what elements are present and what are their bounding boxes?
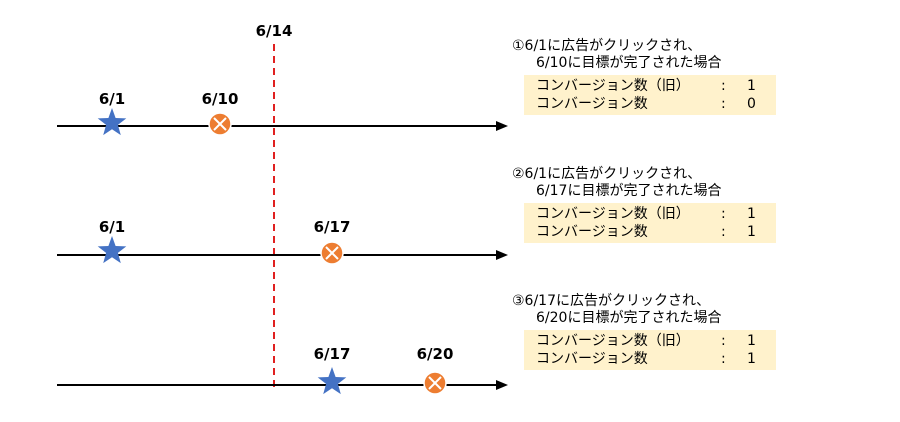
scenario-1-star-label: 6/1	[98, 90, 126, 108]
result-key: コンバージョン数	[536, 96, 648, 112]
star-icon	[97, 108, 127, 136]
circle-x-icon	[423, 371, 447, 395]
star-icon	[317, 367, 347, 395]
scenario-2-title: ②6/1に広告がクリックされ、 6/17に目標が完了された場合	[512, 166, 772, 200]
scenario-3-title: ③6/17に広告がクリックされ、 6/20に目標が完了された場合	[512, 293, 772, 327]
scenario-3-result-box: コンバージョン数（旧） : 1 コンバージョン数 : 1	[524, 330, 776, 370]
result-sep: :	[721, 78, 726, 94]
result-sep: :	[721, 351, 726, 367]
result-sep: :	[721, 96, 726, 112]
result-row-new: コンバージョン数 : 0	[536, 95, 776, 113]
result-row-new: コンバージョン数 : 1	[536, 223, 776, 241]
scenario-1-title-line2: 6/10に目標が完了された場合	[536, 55, 722, 71]
result-row-old: コンバージョン数（旧） : 1	[536, 205, 776, 223]
result-value: 1	[747, 78, 756, 94]
scenario-3-info: ③6/17に広告がクリックされ、 6/20に目標が完了された場合 コンバージョン…	[512, 293, 776, 370]
scenario-2-goal-label: 6/17	[313, 218, 351, 236]
result-value: 0	[747, 96, 756, 112]
result-value: 1	[747, 333, 756, 349]
scenario-2-result-box: コンバージョン数（旧） : 1 コンバージョン数 : 1	[524, 203, 776, 243]
result-value: 1	[747, 206, 756, 222]
timeline-1-arrowhead	[496, 121, 508, 131]
star-icon	[97, 236, 127, 264]
scenario-3-star-label: 6/17	[313, 345, 351, 363]
scenario-2-title-line2: 6/17に目標が完了された場合	[536, 183, 722, 199]
scenario-2-star-label: 6/1	[98, 218, 126, 236]
scenario-1-goal-label: 6/10	[201, 90, 239, 108]
result-key: コンバージョン数	[536, 224, 648, 240]
scenario-1-title: ①6/1に広告がクリックされ、 6/10に目標が完了された場合	[512, 38, 772, 72]
scenario-3-title-line2: 6/20に目標が完了された場合	[536, 310, 722, 326]
result-row-new: コンバージョン数 : 1	[536, 350, 776, 368]
result-key: コンバージョン数（旧）	[536, 78, 690, 94]
result-key: コンバージョン数（旧）	[536, 206, 690, 222]
result-value: 1	[747, 351, 756, 367]
timeline-3-arrowhead	[496, 380, 508, 390]
scenario-1-result-box: コンバージョン数（旧） : 1 コンバージョン数 : 0	[524, 75, 776, 115]
result-key: コンバージョン数	[536, 351, 648, 367]
scenario-1-title-line1: ①6/1に広告がクリックされ、	[512, 38, 702, 54]
scenario-2-info: ②6/1に広告がクリックされ、 6/17に目標が完了された場合 コンバージョン数…	[512, 166, 776, 243]
scenario-3-title-line1: ③6/17に広告がクリックされ、	[512, 293, 711, 309]
scenario-1-info: ①6/1に広告がクリックされ、 6/10に目標が完了された場合 コンバージョン数…	[512, 38, 776, 115]
timeline-2-arrowhead	[496, 250, 508, 260]
circle-x-icon	[320, 241, 344, 265]
scenario-2-title-line1: ②6/1に広告がクリックされ、	[512, 166, 702, 182]
circle-x-icon	[208, 112, 232, 136]
result-sep: :	[721, 333, 726, 349]
divider-label: 6/14	[255, 22, 293, 40]
result-sep: :	[721, 206, 726, 222]
result-sep: :	[721, 224, 726, 240]
result-key: コンバージョン数（旧）	[536, 333, 690, 349]
result-row-old: コンバージョン数（旧） : 1	[536, 332, 776, 350]
result-row-old: コンバージョン数（旧） : 1	[536, 77, 776, 95]
result-value: 1	[747, 224, 756, 240]
scenario-3-goal-label: 6/20	[416, 345, 454, 363]
